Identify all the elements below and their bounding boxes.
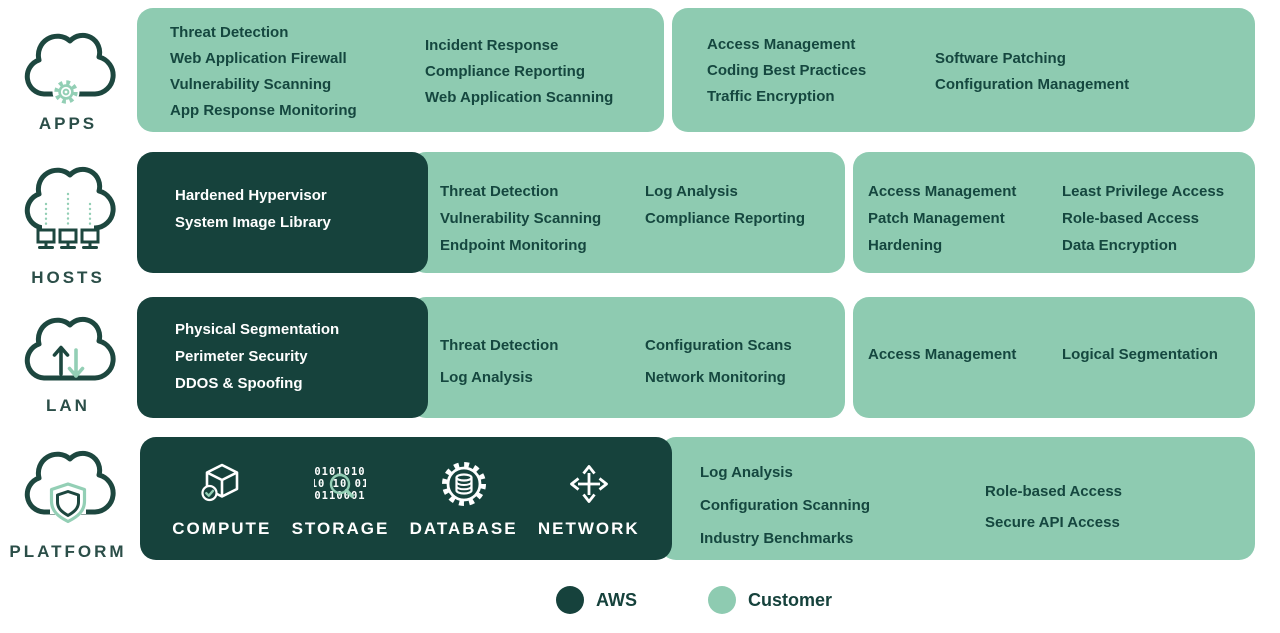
capability: Endpoint Monitoring [440, 237, 587, 254]
svg-text:0101010: 0101010 [315, 466, 366, 478]
cloud-gear-icon [24, 32, 116, 106]
capability: Network Monitoring [645, 369, 786, 386]
capability: Hardened Hypervisor [175, 187, 327, 204]
capability: Access Management [707, 36, 856, 53]
capability: Vulnerability Scanning [440, 210, 602, 227]
service-compute: COMPUTE [172, 455, 271, 539]
lan-aws-block: Physical Segmentation Perimeter Security… [137, 297, 428, 418]
binary-magnifier-icon: 0101010 10 10 01 0110001 [314, 455, 366, 513]
capability-column: Role-based Access Secure API Access [985, 476, 1122, 538]
cube-check-icon [196, 455, 248, 513]
capability: Configuration Scanning [700, 497, 870, 514]
aws-legend-dot [556, 586, 584, 614]
capability: Perimeter Security [175, 348, 308, 365]
capability: Threat Detection [440, 183, 559, 200]
capability: Web Application Scanning [425, 89, 614, 106]
capability: Log Analysis [645, 183, 738, 200]
capability-column: Software Patching Configuration Manageme… [935, 46, 1129, 98]
platform-layer: PLATFORM [9, 440, 127, 562]
cloud-monitors-icon [24, 166, 116, 249]
capability: Threat Detection [170, 24, 289, 41]
hosts-customer-block-2: Access Management Patch Management Harde… [853, 152, 1255, 273]
capability: Access Management [868, 346, 1017, 363]
capability: Data Encryption [1062, 237, 1178, 254]
capability-column: Access Management Coding Best Practices … [707, 32, 866, 110]
apps-customer-block-2: Access Management Coding Best Practices … [672, 8, 1255, 132]
capability: System Image Library [175, 214, 331, 231]
service-network: NETWORK [538, 455, 640, 539]
service-label: DATABASE [409, 519, 518, 538]
capability: Coding Best Practices [707, 62, 867, 79]
capability-column: Incident Response Compliance Reporting W… [425, 33, 613, 111]
lan-layer: LAN [10, 306, 126, 416]
capability: Configuration Scans [645, 337, 792, 354]
hosts-layer: HOSTS [10, 156, 126, 288]
capability: Patch Management [868, 210, 1005, 227]
capability: Configuration Management [935, 76, 1130, 93]
legend-customer: Customer [708, 586, 832, 614]
capability: Web Application Firewall [170, 50, 347, 67]
service-label: NETWORK [537, 519, 640, 538]
capability: Traffic Encryption [707, 88, 835, 105]
capability: Log Analysis [440, 369, 533, 386]
gear-database-icon [438, 455, 490, 513]
service-label: STORAGE [291, 519, 390, 538]
network-arrows-icon [563, 455, 615, 513]
customer-legend-label: Customer [748, 589, 833, 610]
platform-services: COMPUTE 0101010 10 10 01 0110001 STORAGE [140, 437, 672, 560]
aws-legend-label: AWS [596, 589, 638, 610]
capability: Role-based Access [985, 483, 1123, 500]
capability: Compliance Reporting [645, 210, 806, 227]
capability: DDOS & Spoofing [175, 375, 303, 392]
capability: Secure API Access [985, 514, 1120, 531]
capability: Vulnerability Scanning [170, 76, 332, 93]
svg-text:10 10 01: 10 10 01 [314, 478, 366, 490]
hosts-customer-block-1: Threat Detection Vulnerability Scanning … [410, 152, 845, 273]
apps-layer: APPS [10, 22, 126, 134]
capability-column: Log Analysis Configuration Scanning Indu… [700, 456, 870, 555]
capability-column: Hardened Hypervisor System Image Library [175, 182, 331, 236]
service-database: DATABASE [410, 455, 518, 539]
capability: Software Patching [935, 50, 1066, 67]
capability: Access Management [868, 183, 1017, 200]
capability-column: Least Privilege Access Role-based Access… [1062, 178, 1224, 259]
capability-column: Access Management [868, 341, 1016, 368]
svg-text:0110001: 0110001 [315, 490, 366, 502]
capability: Log Analysis [700, 464, 793, 481]
capability: Physical Segmentation [175, 321, 340, 338]
lan-customer-block-2: Access Management Logical Segmentation [853, 297, 1255, 418]
hosts-aws-block: Hardened Hypervisor System Image Library [137, 152, 428, 273]
capability-column: Threat Detection Log Analysis [440, 330, 558, 394]
capability: Threat Detection [440, 337, 559, 354]
capability: Logical Segmentation [1062, 346, 1218, 363]
platform-customer-block: Log Analysis Configuration Scanning Indu… [660, 437, 1255, 560]
capability-column: Physical Segmentation Perimeter Security… [175, 316, 339, 397]
customer-legend-dot [708, 586, 736, 614]
capability: Role-based Access [1062, 210, 1200, 227]
apps-customer-block-1: Threat Detection Web Application Firewal… [137, 8, 664, 132]
capability-column: Log Analysis Compliance Reporting [645, 178, 805, 232]
capability: Compliance Reporting [425, 63, 586, 80]
platform-aws-block: COMPUTE 0101010 10 10 01 0110001 STORAGE [140, 437, 672, 560]
capability-column: Threat Detection Vulnerability Scanning … [440, 178, 601, 259]
lan-layer-label: LAN [46, 396, 90, 415]
capability: App Response Monitoring [170, 102, 357, 119]
capability-column: Logical Segmentation [1062, 341, 1218, 368]
capability-column: Threat Detection Web Application Firewal… [170, 20, 357, 124]
service-label: COMPUTE [172, 519, 272, 538]
cloud-shield-icon [24, 450, 116, 524]
apps-layer-label: APPS [38, 114, 98, 133]
capability: Least Privilege Access [1062, 183, 1225, 200]
capability: Incident Response [425, 37, 559, 54]
lan-customer-block-1: Threat Detection Log Analysis Configurat… [410, 297, 845, 418]
capability-column: Configuration Scans Network Monitoring [645, 330, 792, 394]
hosts-layer-label: HOSTS [31, 268, 105, 287]
service-storage: 0101010 10 10 01 0110001 STORAGE [292, 455, 390, 539]
platform-layer-label: PLATFORM [9, 542, 127, 561]
capability-column: Access Management Patch Management Harde… [868, 178, 1016, 259]
legend-aws: AWS [556, 586, 637, 614]
capability: Hardening [868, 237, 943, 254]
capability: Industry Benchmarks [700, 530, 854, 547]
cloud-updown-arrows-icon [24, 316, 116, 381]
